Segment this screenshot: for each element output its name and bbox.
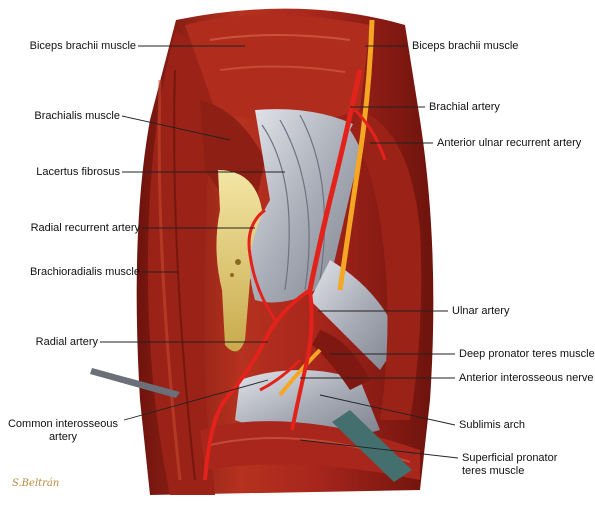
leader-lines (100, 45, 459, 459)
label-common-interosseous-line2: artery (48, 431, 78, 443)
leader-superficial-pronator (299, 439, 459, 459)
label-superficial-pronator-line1: Superficial pronator (462, 452, 558, 464)
retractor-left (90, 368, 180, 398)
common-interosseous-artery-path (259, 358, 302, 392)
label-sublimis-arch: Sublimis arch (459, 419, 526, 431)
label-biceps-left: Biceps brachii muscle (29, 40, 136, 52)
artist-signature: S.Beltrán (12, 478, 60, 489)
ulnar-artery-path (290, 289, 314, 431)
label-brachial-artery: Brachial artery (429, 101, 500, 113)
label-lacertus-fibrosus: Lacertus fibrosus (36, 166, 120, 178)
label-common-interosseous-line1: Common interosseous (7, 418, 119, 430)
label-radial-recurrent-artery: Radial recurrent artery (30, 222, 140, 234)
brachioradialis-shape (147, 30, 215, 495)
right-muscle-shape (350, 110, 422, 420)
deep-pronator-shape (312, 330, 370, 390)
label-anterior-ulnar-recurrent-artery: Anterior ulnar recurrent artery (437, 137, 582, 149)
label-brachioradialis: Brachioradialis muscle (29, 266, 140, 278)
label-anterior-interosseous-nerve: Anterior interosseous nerve (459, 372, 594, 384)
retractor-right (332, 410, 412, 482)
leader-common-interosseous (123, 379, 269, 421)
label-common-interosseous-artery: Common interosseous artery (6, 418, 120, 444)
ulnar-recurrent-artery-path (353, 108, 387, 161)
leader-sublimis-arch (319, 394, 456, 426)
label-superficial-pronator-line2: teres muscle (462, 465, 525, 477)
leader-brachialis (121, 115, 231, 141)
median-nerve-path (337, 19, 375, 291)
biceps-shape (185, 15, 370, 123)
label-brachialis: Brachialis muscle (34, 110, 120, 122)
label-biceps-right: Biceps brachii muscle (412, 40, 519, 52)
label-radial-artery: Radial artery (35, 336, 98, 348)
anterior-interosseous-nerve-path (278, 348, 322, 397)
radial-artery-path (203, 288, 312, 481)
label-deep-pronator-teres: Deep pronator teres muscle (459, 348, 595, 360)
radial-recurrent-artery-path (247, 208, 277, 321)
label-ulnar-artery: Ulnar artery (452, 305, 510, 317)
label-superficial-pronator-teres: Superficial pronator teres muscle (462, 452, 557, 478)
brachial-artery-path (307, 69, 363, 291)
